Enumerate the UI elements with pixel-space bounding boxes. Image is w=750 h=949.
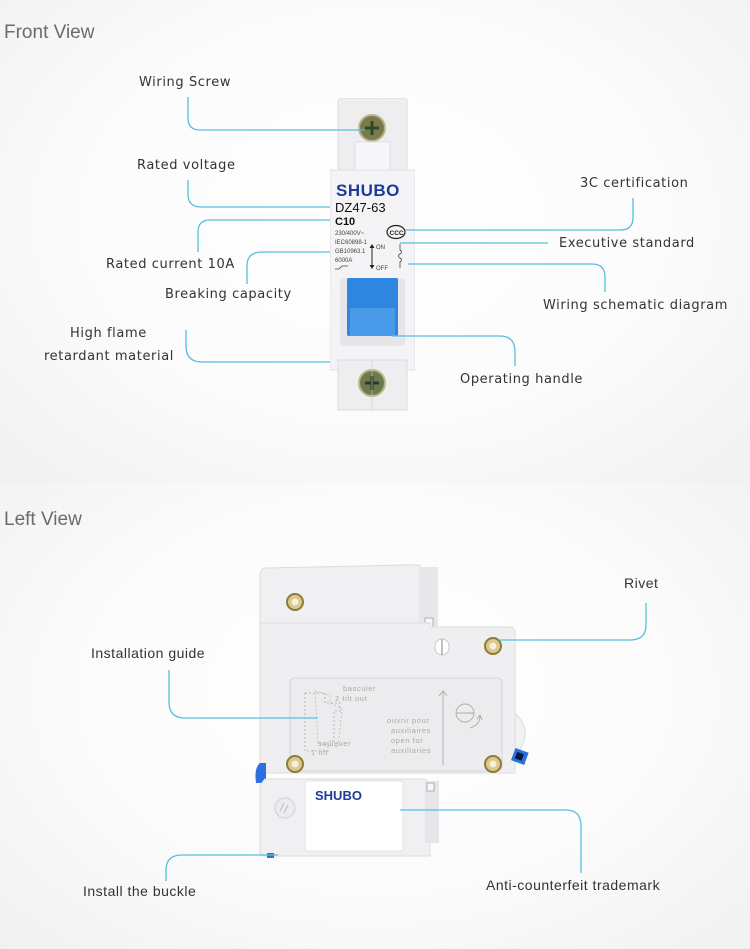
model-number: DZ47-63 (335, 200, 386, 215)
schematic-icon (398, 244, 402, 268)
left-view-title: Left View (4, 509, 82, 530)
breaking-text: 6000A (335, 258, 352, 264)
svg-text:auxiliaires: auxiliaires (391, 726, 431, 735)
standard-text-2: GB10963.1 (335, 249, 366, 255)
svg-text:ON: ON (376, 245, 385, 251)
callout-3c-certification: 3C certification (580, 176, 689, 191)
callout-rated-current: Rated current 10A (106, 257, 235, 272)
callout-flame-line1: High flame (70, 326, 147, 341)
svg-text:1 lift: 1 lift (311, 748, 329, 757)
breaker-front-image: SHUBO DZ47-63 C10 230/400V~ IEC60898-1 G… (330, 98, 415, 411)
install-buckle (267, 853, 274, 858)
callout-installation-guide: Installation guide (91, 645, 206, 661)
ccc-mark-icon (386, 224, 406, 240)
svg-text:CCC: CCC (390, 230, 404, 237)
callout-wiring-screw: Wiring Screw (139, 75, 232, 90)
rating-code: C10 (335, 216, 355, 228)
svg-text:OFF: OFF (376, 266, 388, 272)
callout-rated-voltage: Rated voltage (137, 158, 236, 173)
standard-text-1: IEC60898-1 (335, 240, 368, 246)
callout-executive-standard: Executive standard (559, 236, 695, 251)
front-view-panel: Front View SHUBO DZ47-63 C10 230/400V~ I… (0, 0, 750, 483)
svg-text:auxiliaries: auxiliaries (391, 746, 431, 755)
callout-breaking-capacity: Breaking capacity (165, 287, 292, 302)
side-brand-logo: SHUBO (315, 788, 362, 803)
callout-rivet: Rivet (624, 575, 659, 591)
left-view-panel: Left View basculer 2 tilt out ouvrir pou… (0, 483, 750, 949)
breaker-side-image: basculer 2 tilt out ouvrir pour auxiliai… (255, 564, 529, 858)
front-view-title: Front View (4, 22, 95, 43)
callout-wiring-schematic: Wiring schematic diagram (543, 298, 728, 313)
installation-guide-panel (289, 677, 503, 772)
svg-text:soulever: soulever (318, 739, 351, 748)
callout-operating-handle: Operating handle (460, 372, 584, 387)
embossed-logo-icon (274, 797, 296, 819)
svg-text:basculer: basculer (343, 684, 376, 693)
front-brand-logo: SHUBO (336, 181, 400, 200)
voltage-text: 230/400V~ (335, 231, 365, 237)
callout-anti-counterfeit: Anti-counterfeit trademark (486, 877, 661, 893)
callout-flame-line2: retardant material (44, 349, 174, 364)
svg-text:ouvrir pour: ouvrir pour (387, 716, 429, 725)
svg-text:2 tilt out: 2 tilt out (335, 694, 368, 703)
svg-text:open for: open for (391, 736, 423, 745)
callout-install-buckle: Install the buckle (83, 883, 197, 899)
